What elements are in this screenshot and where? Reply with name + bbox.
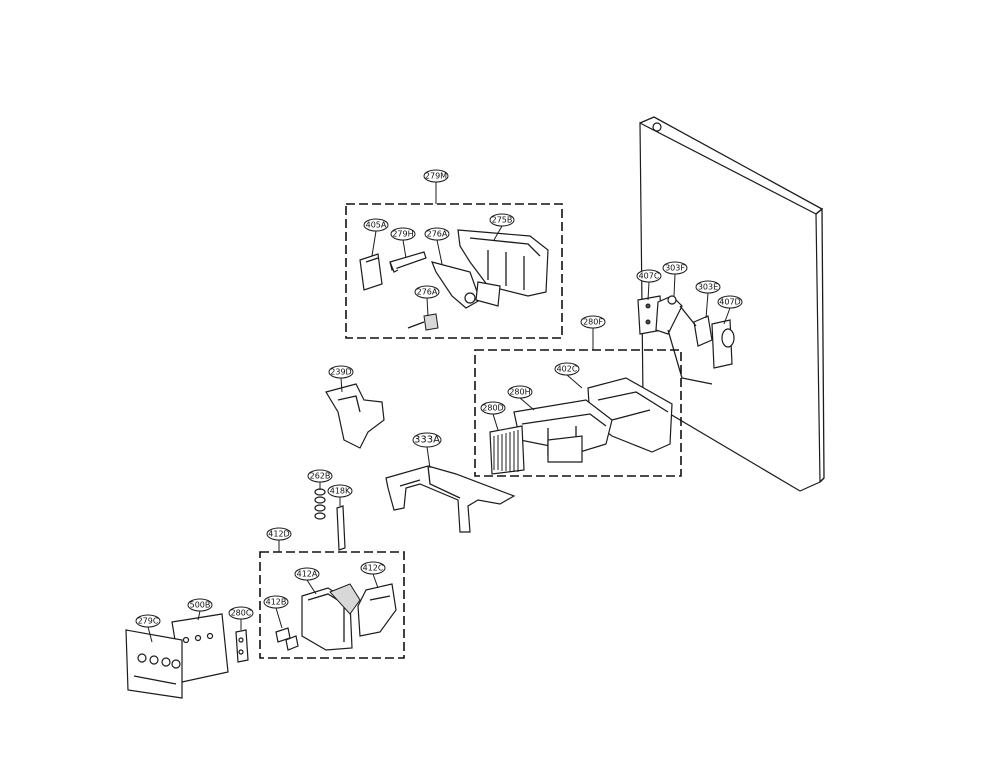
- group-box-279m: [345, 203, 563, 339]
- part-275b: [457, 229, 549, 307]
- svg-text:412A: 412A: [297, 570, 318, 579]
- svg-text:333A: 333A: [414, 435, 440, 446]
- svg-text:412B: 412B: [266, 598, 287, 607]
- svg-text:280D: 280D: [482, 404, 503, 413]
- svg-text:418K: 418K: [330, 487, 351, 496]
- part-418k: [336, 505, 346, 551]
- svg-text:412C: 412C: [363, 564, 384, 573]
- group-box-280f: [474, 349, 682, 477]
- svg-text:407C: 407C: [639, 272, 660, 281]
- part-412b: [275, 627, 299, 651]
- part-276a: [407, 313, 439, 331]
- svg-text:303F: 303F: [665, 264, 685, 273]
- svg-text:279H: 279H: [392, 230, 413, 239]
- callout-280h: 280H: [507, 385, 533, 399]
- callout-279h: 279H: [390, 227, 416, 241]
- callout-279m: 279M: [423, 169, 449, 183]
- part-412a: [301, 583, 361, 651]
- callout-407d: 407D: [717, 295, 743, 309]
- svg-text:500B: 500B: [190, 601, 211, 610]
- svg-text:303E: 303E: [698, 283, 718, 292]
- callout-407c: 407C: [636, 269, 662, 283]
- part-412c: [357, 583, 397, 637]
- callout-280c: 280C: [228, 606, 254, 620]
- part-279c: [125, 629, 183, 699]
- group-box-412d: [259, 551, 405, 659]
- part-333a: [385, 465, 516, 533]
- svg-text:279M: 279M: [425, 172, 447, 181]
- part-280h: [513, 399, 613, 463]
- callout-280f: 280F: [580, 315, 606, 329]
- callout-412a: 412A: [294, 567, 320, 581]
- callout-276a-top: 276A: [424, 227, 450, 241]
- callout-303e: 303E: [695, 280, 721, 294]
- svg-text:402C: 402C: [557, 365, 578, 374]
- svg-text:280C: 280C: [231, 609, 252, 618]
- callout-239d: 239D: [328, 365, 354, 379]
- svg-text:412D: 412D: [268, 530, 289, 539]
- callout-412c: 412C: [360, 561, 386, 575]
- callout-280d: 280D: [480, 401, 506, 415]
- part-279h: [389, 251, 427, 273]
- part-262b: [314, 488, 326, 520]
- leader-lines: [147, 182, 731, 643]
- part-405a: [359, 253, 383, 291]
- svg-text:276A: 276A: [427, 230, 448, 239]
- callout-418k: 418K: [327, 484, 353, 498]
- part-276a-lever: [431, 261, 481, 309]
- callout-276a: 276A: [414, 285, 440, 299]
- part-500b: [171, 613, 229, 683]
- hinge-assembly: [637, 295, 735, 385]
- callout-402c: 402C: [554, 362, 580, 376]
- svg-text:279C: 279C: [138, 617, 159, 626]
- callout-303f: 303F: [662, 261, 688, 275]
- svg-text:407D: 407D: [719, 298, 740, 307]
- callout-262b: 262B: [307, 469, 333, 483]
- callout-279c: 279C: [135, 614, 161, 628]
- svg-text:262B: 262B: [310, 472, 331, 481]
- part-280c: [235, 629, 249, 663]
- svg-text:276A: 276A: [417, 288, 438, 297]
- callout-405a: 405A: [363, 218, 389, 232]
- svg-text:280H: 280H: [509, 388, 530, 397]
- callout-275b: 275B: [489, 213, 515, 227]
- part-280d: [489, 425, 525, 475]
- svg-text:275B: 275B: [492, 216, 513, 225]
- callout-412b: 412B: [263, 595, 289, 609]
- svg-text:239D: 239D: [330, 368, 351, 377]
- callout-412d: 412D: [266, 527, 292, 541]
- part-239d: [325, 383, 385, 449]
- callout-500b: 500B: [187, 598, 213, 612]
- svg-text:280F: 280F: [583, 318, 603, 327]
- callout-333a: 333A: [412, 432, 442, 448]
- svg-text:405A: 405A: [366, 221, 387, 230]
